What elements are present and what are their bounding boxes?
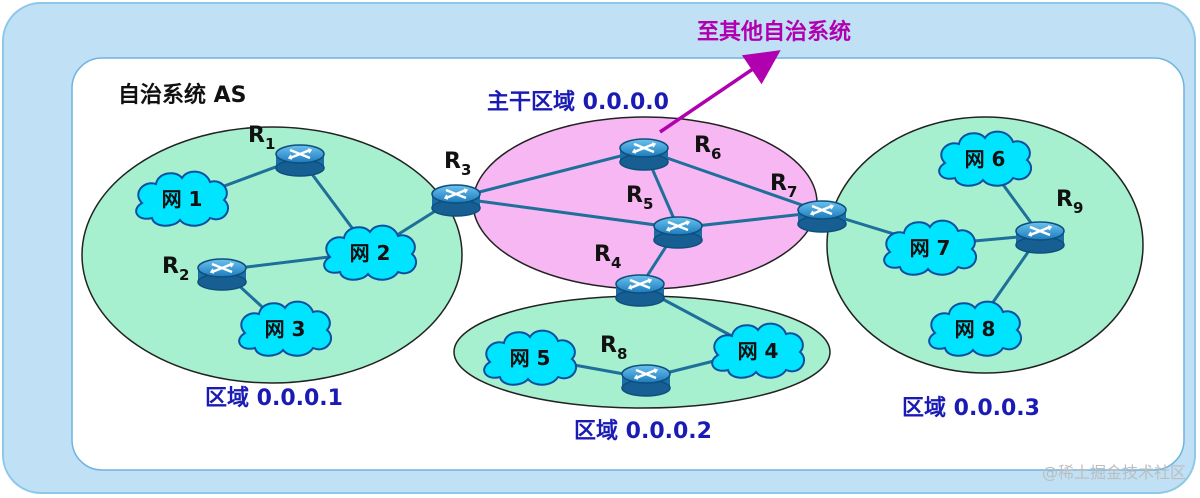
router-r6-icon [618, 137, 670, 172]
link-r3-r6 [455, 148, 645, 200]
network-cloud-3: 网 3 [238, 300, 333, 357]
network-label: 网 6 [965, 147, 1006, 171]
network-label: 网 8 [955, 317, 996, 341]
router-r2-icon [196, 257, 248, 292]
network-label: 网 1 [162, 187, 203, 211]
router-label-r4: R4 [594, 242, 621, 272]
network-label: 网 7 [910, 236, 951, 260]
router-r5-icon [652, 215, 704, 250]
as-label: 自治系统 AS [118, 82, 247, 108]
link-r3-r5 [455, 196, 679, 230]
network-cloud-5: 网 5 [483, 329, 578, 386]
router-label-r3: R3 [444, 149, 471, 179]
router-label-r6: R6 [694, 133, 721, 163]
network-label: 网 5 [510, 346, 551, 370]
router-label-r8: R8 [600, 333, 627, 363]
network-cloud-2: 网 2 [323, 224, 418, 281]
network-cloud-1: 网 1 [135, 170, 230, 227]
router-r7-icon [796, 199, 848, 234]
router-label-r2: R2 [162, 254, 189, 284]
router-label-r9: R9 [1056, 187, 1083, 217]
network-cloud-6: 网 6 [938, 130, 1033, 187]
external-link-arrow [659, 50, 781, 134]
area-1-label: 区域 0.0.0.1 [205, 385, 343, 411]
link-r6-r7 [643, 148, 823, 214]
area-3-label: 区域 0.0.0.3 [902, 395, 1040, 421]
other-as-label: 至其他自治系统 [697, 19, 851, 45]
router-label-r5: R5 [626, 183, 653, 213]
router-r9-icon [1014, 220, 1066, 255]
watermark: @稀土掘金技术社区 [1042, 463, 1186, 482]
router-r1-icon [274, 143, 326, 178]
router-label-r7: R7 [770, 171, 797, 201]
network-label: 网 3 [265, 317, 306, 341]
router-label-r1: R1 [248, 123, 275, 153]
area-2-label: 区域 0.0.0.2 [574, 418, 712, 444]
router-r8-icon [620, 363, 672, 398]
network-cloud-8: 网 8 [928, 300, 1023, 357]
network-cloud-7: 网 7 [883, 219, 978, 276]
router-r3-icon [430, 183, 482, 218]
router-r4-icon [614, 273, 666, 308]
area-3-region [826, 116, 1144, 374]
backbone-area-label: 主干区域 0.0.0.0 [487, 89, 669, 115]
network-label: 网 2 [350, 241, 391, 265]
network-cloud-4: 网 4 [711, 322, 806, 379]
network-label: 网 4 [738, 339, 779, 363]
